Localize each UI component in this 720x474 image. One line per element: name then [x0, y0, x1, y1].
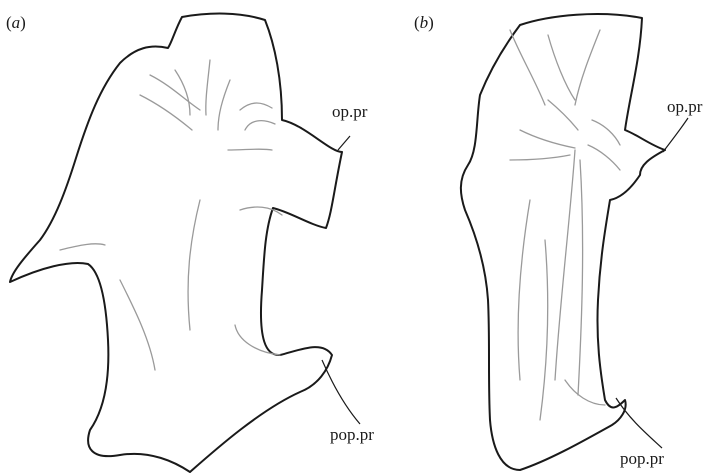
pop-pr-leader-a [322, 360, 360, 424]
pop-pr-label-a: pop.pr [330, 425, 374, 444]
bone-outline-a [10, 14, 342, 472]
op-pr-leader-b [663, 118, 688, 152]
panel-b-label: (b) [414, 13, 434, 32]
panel-a: (a) op.pr pop.pr [6, 13, 374, 472]
bone-outline-b [461, 14, 665, 470]
op-pr-leader-a [338, 136, 350, 150]
panel-a-label: (a) [6, 13, 26, 32]
pop-pr-label-b: pop.pr [620, 449, 664, 468]
op-pr-label-a: op.pr [332, 102, 368, 121]
op-pr-label-b: op.pr [667, 97, 703, 116]
panel-b: (b) op.pr pop.pr [414, 13, 703, 470]
